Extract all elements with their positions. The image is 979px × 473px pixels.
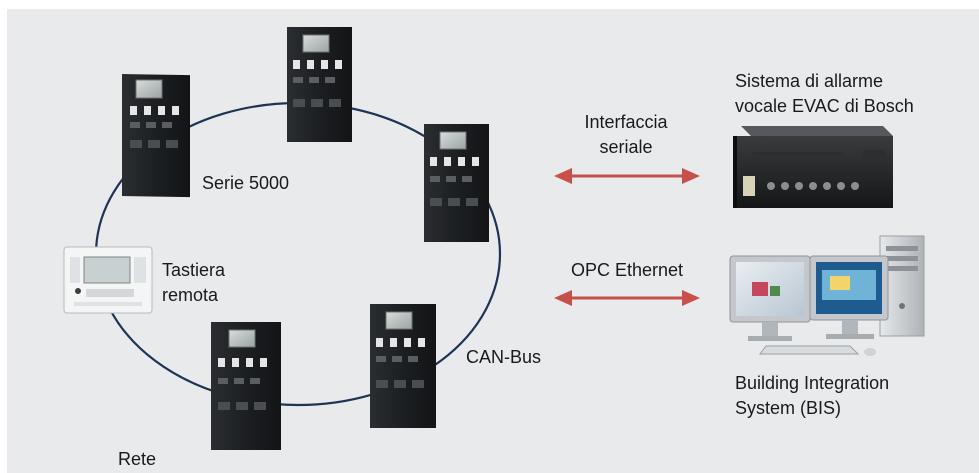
label-evac-system: Sistema di allarme vocale EVAC di Bosch xyxy=(735,69,914,119)
label-network: Rete xyxy=(118,449,157,469)
evac-device xyxy=(733,126,893,208)
serial-interface-arrow xyxy=(554,168,700,184)
label-serie-5000: Serie 5000 xyxy=(202,173,290,193)
label-bis-line1: Building Integration xyxy=(735,373,890,393)
label-bis: Building Integration System (BIS) xyxy=(735,371,889,421)
panel-serie-5000-right xyxy=(424,124,489,242)
opc-ethernet-arrow xyxy=(554,290,700,306)
panel-serie-5000-bottom xyxy=(211,322,281,450)
remote-keypad xyxy=(63,246,153,314)
panel-serie-5000-bottom-right xyxy=(370,304,436,428)
label-serial-interface-line2: seriale xyxy=(599,137,653,157)
label-evac-system-line1: Sistema di allarme xyxy=(735,71,884,91)
label-serial-interface: Interfaccia seriale xyxy=(562,110,690,160)
panel-serie-5000-top xyxy=(287,27,352,142)
panel-serie-5000-left xyxy=(122,73,190,198)
label-remote-keypad-line2: remota xyxy=(162,285,219,305)
label-bis-line2: System (BIS) xyxy=(735,398,842,418)
label-remote-keypad: Tastiera remota xyxy=(162,258,225,308)
label-can-bus: CAN-Bus xyxy=(466,347,542,367)
label-remote-keypad-line1: Tastiera xyxy=(162,260,226,280)
label-serial-interface-line1: Interfaccia xyxy=(584,112,668,132)
label-evac-system-line2: vocale EVAC di Bosch xyxy=(735,96,914,116)
label-opc-ethernet: OPC Ethernet xyxy=(570,260,684,280)
bis-workstation xyxy=(729,235,925,356)
